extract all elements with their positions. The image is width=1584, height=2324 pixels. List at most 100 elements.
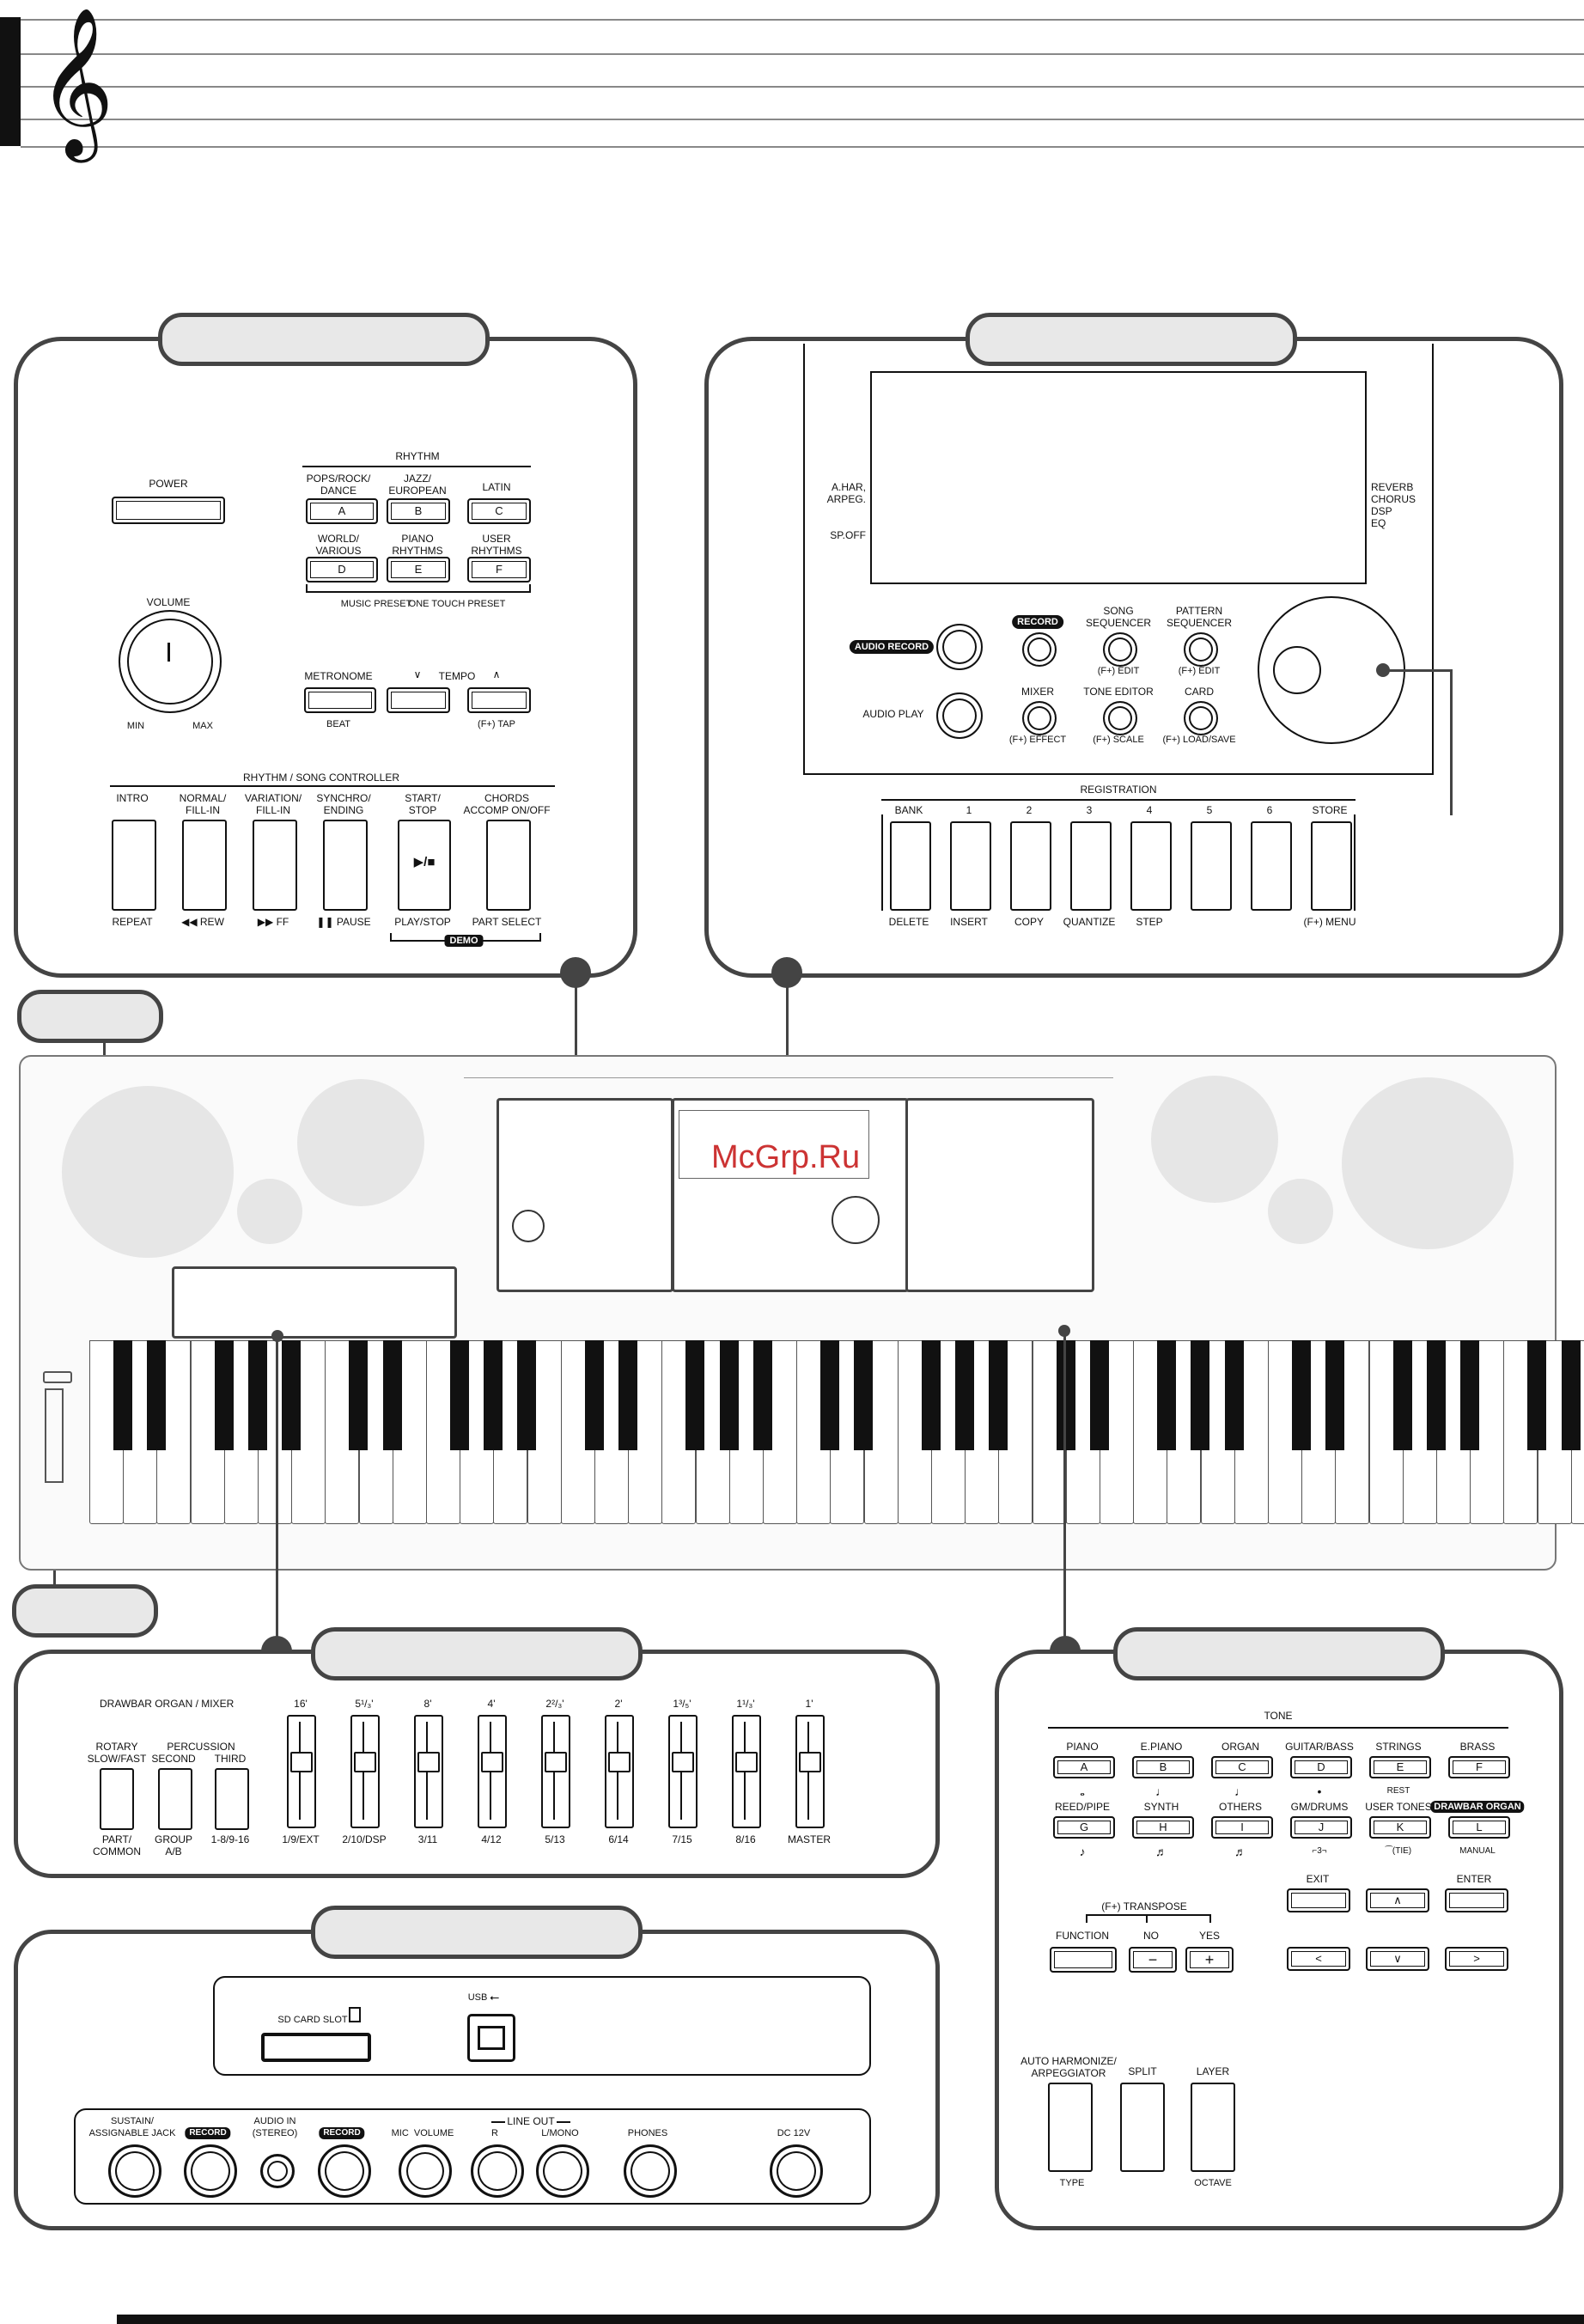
slider-knob[interactable] <box>481 1751 503 1772</box>
registration-button[interactable] <box>1070 821 1112 911</box>
black-key[interactable] <box>719 1340 739 1450</box>
layer-button[interactable] <box>1191 2083 1235 2172</box>
drawbar-slider[interactable] <box>287 1715 316 1828</box>
drawbar-slider[interactable] <box>668 1715 698 1828</box>
registration-button[interactable] <box>890 821 931 911</box>
drawbar-slider[interactable] <box>350 1715 380 1828</box>
black-key[interactable] <box>247 1340 267 1450</box>
slider-knob[interactable] <box>545 1751 567 1772</box>
audio-record-button[interactable] <box>936 624 983 670</box>
controller-button[interactable] <box>323 820 368 911</box>
audio-jack[interactable] <box>108 2144 161 2198</box>
drawbar-slider[interactable] <box>732 1715 761 1828</box>
black-key[interactable] <box>1089 1340 1109 1450</box>
audio-jack[interactable] <box>536 2144 589 2198</box>
tone-button[interactable]: C <box>1211 1756 1273 1778</box>
down-button[interactable]: ∨ <box>1366 1947 1429 1971</box>
volume-knob[interactable] <box>119 610 222 713</box>
black-key[interactable] <box>955 1340 974 1450</box>
tone-button[interactable]: J <box>1290 1816 1352 1839</box>
slider-knob[interactable] <box>417 1751 440 1772</box>
tone-button[interactable]: F <box>1448 1756 1510 1778</box>
tone-button[interactable]: H <box>1132 1816 1194 1839</box>
dc-jack[interactable] <box>770 2144 823 2198</box>
mixer-button[interactable] <box>1022 701 1057 735</box>
slider-knob[interactable] <box>354 1751 376 1772</box>
pattern-sequencer-button[interactable] <box>1184 632 1218 667</box>
black-key[interactable] <box>1561 1340 1581 1450</box>
drawbar-slider[interactable] <box>541 1715 570 1828</box>
black-key[interactable] <box>921 1340 941 1450</box>
black-key[interactable] <box>1527 1340 1547 1450</box>
slider-knob[interactable] <box>290 1751 313 1772</box>
black-key[interactable] <box>450 1340 469 1450</box>
transpose-plus-button[interactable]: + <box>1185 1947 1234 1973</box>
right-button[interactable]: > <box>1445 1947 1508 1971</box>
black-key[interactable] <box>1426 1340 1446 1450</box>
black-key[interactable] <box>989 1340 1008 1450</box>
registration-button[interactable] <box>1191 821 1232 911</box>
audio-play-button[interactable] <box>936 692 983 739</box>
drawbar-slider[interactable] <box>414 1715 443 1828</box>
registration-button[interactable] <box>1311 821 1352 911</box>
song-sequencer-button[interactable] <box>1103 632 1137 667</box>
black-key[interactable] <box>1392 1340 1412 1450</box>
rhythm-button-c[interactable]: C <box>467 498 531 524</box>
function-button[interactable] <box>1050 1947 1117 1973</box>
controller-button[interactable] <box>112 820 156 911</box>
tone-button[interactable]: D <box>1290 1756 1352 1778</box>
tempo-up-button[interactable] <box>467 687 531 713</box>
controller-button[interactable]: ▶/■ <box>398 820 451 911</box>
record-button[interactable] <box>1022 632 1057 667</box>
controller-button[interactable] <box>486 820 531 911</box>
black-key[interactable] <box>618 1340 637 1450</box>
black-key[interactable] <box>752 1340 772 1450</box>
slider-knob[interactable] <box>735 1751 758 1772</box>
registration-button[interactable] <box>1251 821 1292 911</box>
slider-knob[interactable] <box>799 1751 821 1772</box>
registration-button[interactable] <box>950 821 991 911</box>
sd-card-slot[interactable] <box>261 2033 371 2062</box>
audio-jack[interactable] <box>184 2144 237 2198</box>
black-key[interactable] <box>484 1340 503 1450</box>
left-button[interactable]: < <box>1287 1947 1350 1971</box>
drawbar-slider[interactable] <box>478 1715 507 1828</box>
up-button[interactable]: ∧ <box>1366 1888 1429 1912</box>
transpose-minus-button[interactable]: − <box>1129 1947 1177 1973</box>
black-key[interactable] <box>382 1340 402 1450</box>
black-key[interactable] <box>517 1340 537 1450</box>
drawbar-slider[interactable] <box>795 1715 825 1828</box>
black-key[interactable] <box>147 1340 167 1450</box>
tone-button[interactable]: L <box>1448 1816 1510 1839</box>
rhythm-button-e[interactable]: E <box>387 557 450 583</box>
auto-harmonize-button[interactable] <box>1048 2083 1093 2172</box>
rotary-button[interactable] <box>100 1768 134 1830</box>
metronome-button[interactable] <box>304 687 376 713</box>
black-key[interactable] <box>1224 1340 1244 1450</box>
black-key[interactable] <box>282 1340 301 1450</box>
black-key[interactable] <box>820 1340 840 1450</box>
black-key[interactable] <box>113 1340 132 1450</box>
card-button[interactable] <box>1184 701 1218 735</box>
registration-button[interactable] <box>1010 821 1051 911</box>
split-button[interactable] <box>1120 2083 1165 2172</box>
controller-button[interactable] <box>253 820 297 911</box>
black-key[interactable] <box>349 1340 369 1450</box>
black-key[interactable] <box>214 1340 234 1450</box>
black-key[interactable] <box>1191 1340 1210 1450</box>
black-key[interactable] <box>584 1340 604 1450</box>
registration-button[interactable] <box>1130 821 1172 911</box>
rhythm-button-d[interactable]: D <box>306 557 378 583</box>
black-key[interactable] <box>1325 1340 1345 1450</box>
tempo-down-button[interactable] <box>387 687 450 713</box>
drawbar-slider[interactable] <box>605 1715 634 1828</box>
audio-jack[interactable] <box>624 2144 677 2198</box>
black-key[interactable] <box>1460 1340 1479 1450</box>
black-key[interactable] <box>685 1340 705 1450</box>
tone-button[interactable]: I <box>1211 1816 1273 1839</box>
tone-button[interactable]: K <box>1369 1816 1431 1839</box>
tone-button[interactable]: B <box>1132 1756 1194 1778</box>
tone-button[interactable]: E <box>1369 1756 1431 1778</box>
slider-knob[interactable] <box>672 1751 694 1772</box>
power-button[interactable] <box>112 497 225 524</box>
